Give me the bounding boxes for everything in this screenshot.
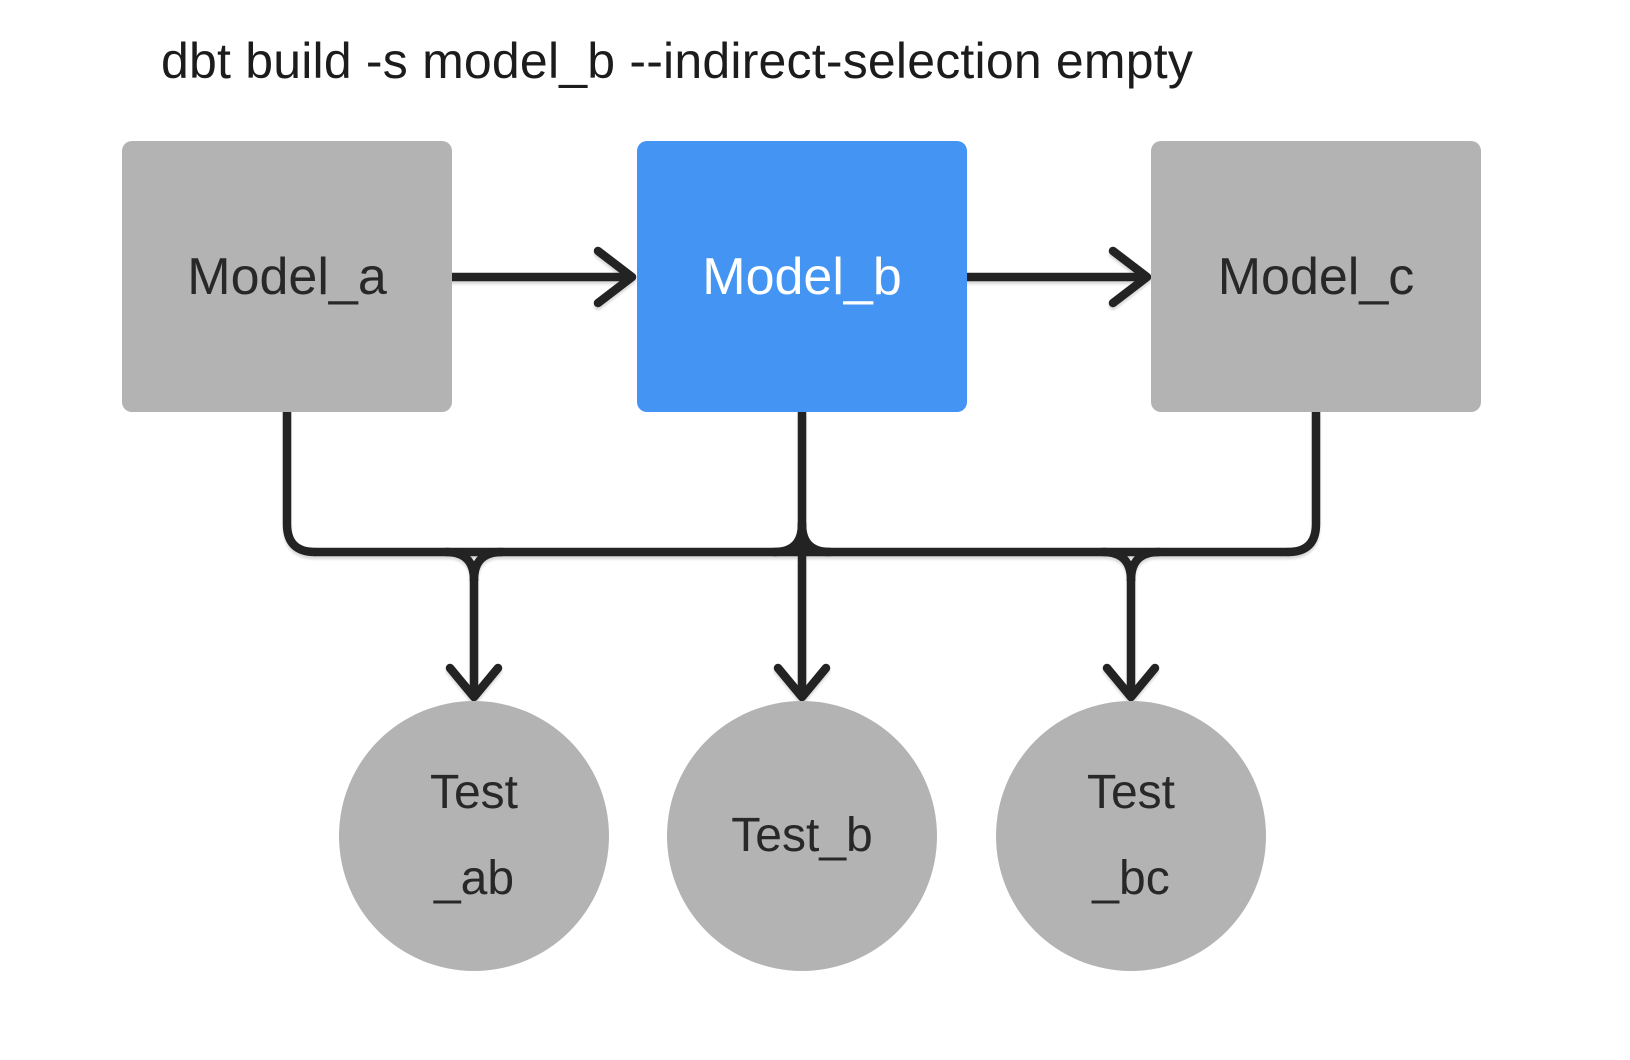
- node-model-a-label: Model_a: [187, 247, 387, 306]
- arrowhead-test-b: [773, 663, 831, 702]
- node-test-ab-label-line2: _ab: [433, 852, 515, 905]
- diagram-title: dbt build -s model_b --indirect-selectio…: [161, 33, 1194, 89]
- arrowhead-test-ab: [445, 663, 503, 702]
- node-test-bc: Test _bc: [996, 701, 1266, 971]
- edge-bus-fillet-ab-left: [441, 547, 479, 585]
- edge-model-c-drop: [1283, 407, 1321, 557]
- node-test-ab-label-line1: Test: [429, 766, 519, 819]
- node-model-b-label: Model_b: [702, 247, 902, 306]
- arrowhead-test-bc: [1102, 663, 1160, 702]
- node-model-c-label: Model_c: [1217, 247, 1415, 306]
- arrowhead-model-c: [1108, 246, 1152, 308]
- edge-bus-fillet-bc-left: [1098, 547, 1136, 585]
- node-model-b-selected: Model_b: [637, 141, 967, 412]
- node-test-bc-label-line1: Test: [1086, 766, 1176, 819]
- edge-model-a-drop: [282, 407, 320, 557]
- node-test-b: Test_b: [667, 701, 937, 971]
- node-test-ab: Test _ab: [339, 701, 609, 971]
- edge-bus-fillet-center-right: [797, 519, 835, 557]
- node-model-c: Model_c: [1151, 141, 1481, 412]
- edge-bus-fillet-center-left: [769, 519, 807, 557]
- edge-bus-fillet-ab-right: [469, 547, 507, 585]
- arrowhead-model-b: [593, 246, 637, 308]
- node-test-b-label: Test_b: [731, 809, 873, 862]
- node-model-a: Model_a: [122, 141, 452, 412]
- edge-bus-fillet-bc-right: [1126, 547, 1164, 585]
- node-test-bc-label-line2: _bc: [1092, 852, 1170, 905]
